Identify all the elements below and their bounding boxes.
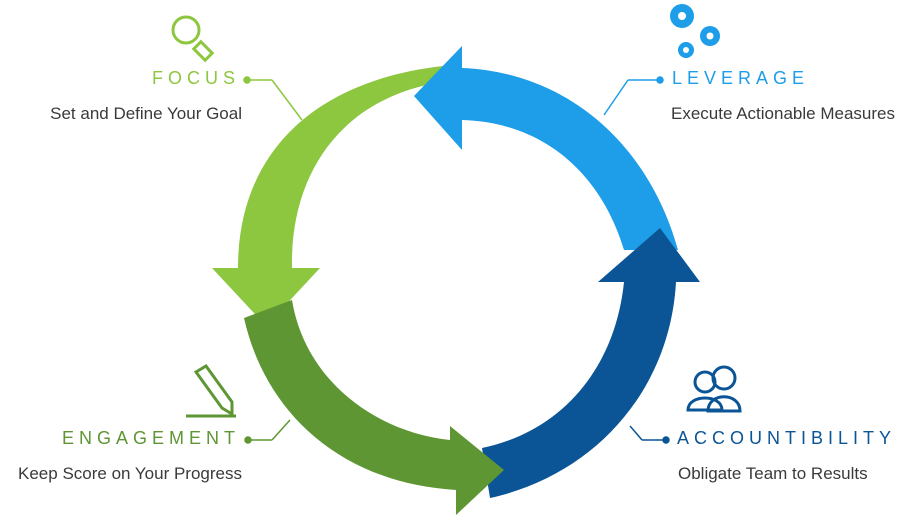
leverage-title: LEVERAGE <box>672 68 810 88</box>
pencil-icon <box>186 364 236 418</box>
focus-description: Set and Define Your Goal <box>24 104 242 124</box>
focus-label: FOCUS <box>150 68 240 89</box>
engagement-description-text: Keep Score on Your Progress <box>18 464 242 483</box>
magnifier-icon <box>171 15 215 63</box>
people-icon <box>686 365 742 413</box>
engagement-connector <box>244 419 291 444</box>
focus-description-text: Set and Define Your Goal <box>50 104 242 123</box>
leverage-connector <box>603 76 664 116</box>
leverage-label: LEVERAGE <box>672 68 809 89</box>
leverage-description: Execute Actionable Measures <box>671 104 895 124</box>
engagement-label: ENGAGEMENT <box>58 428 240 449</box>
accountability-connector <box>629 425 670 444</box>
focus-arrow <box>212 66 443 326</box>
focus-title: FOCUS <box>152 68 240 88</box>
accountability-label: ACCOUNTIBILITY <box>677 428 896 449</box>
engagement-arrow <box>244 300 504 515</box>
leverage-description-text: Execute Actionable Measures <box>671 104 895 123</box>
accountability-arrow <box>482 228 700 498</box>
engagement-title: ENGAGEMENT <box>61 428 240 448</box>
focus-connector <box>243 76 303 121</box>
leverage-arrow <box>414 46 678 250</box>
accountability-description-text: Obligate Team to Results <box>678 464 868 483</box>
accountability-title: ACCOUNTIBILITY <box>677 428 897 448</box>
engagement-description: Keep Score on Your Progress <box>0 464 242 484</box>
accountability-description: Obligate Team to Results <box>678 464 868 484</box>
gears-icon <box>670 4 720 58</box>
